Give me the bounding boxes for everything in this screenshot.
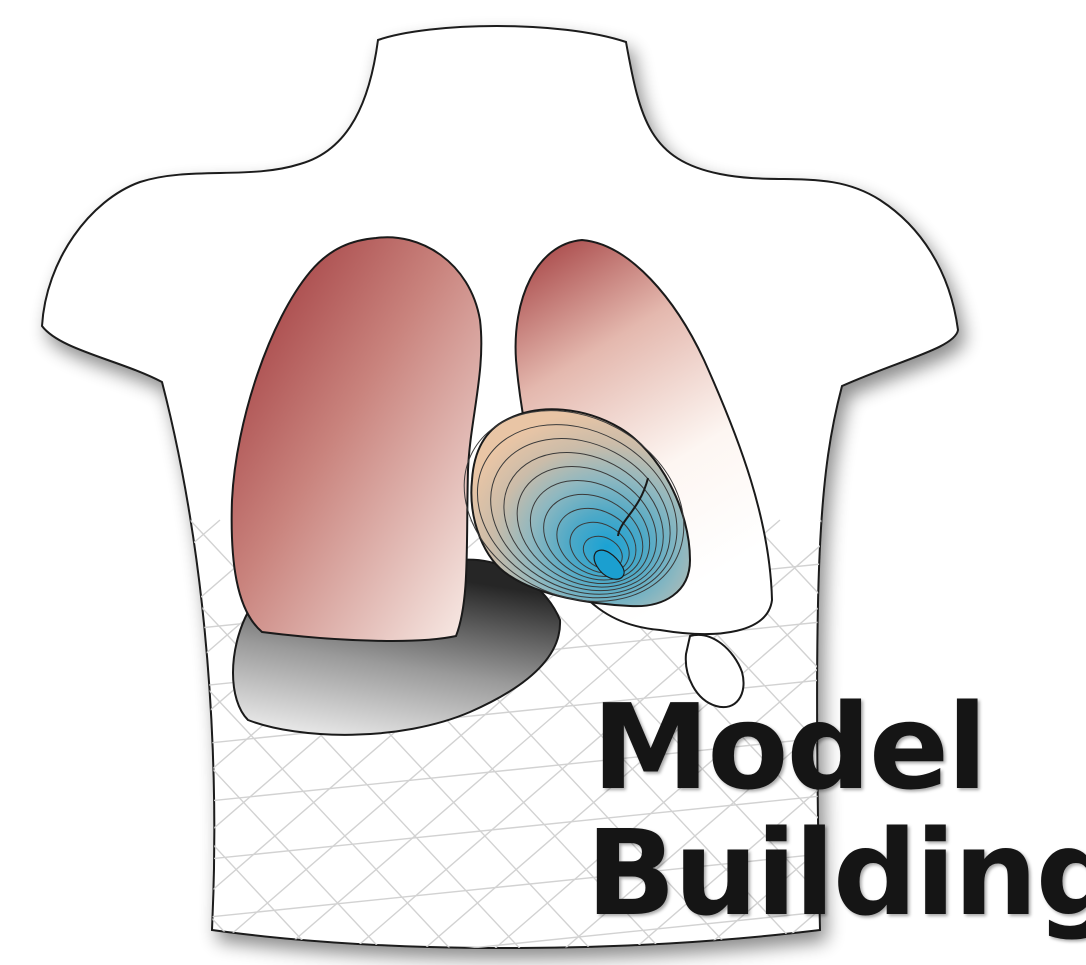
mesh-line <box>0 520 80 965</box>
mesh-line <box>0 520 120 965</box>
mesh-line <box>0 520 220 965</box>
mesh-line <box>0 520 150 965</box>
mesh-line <box>0 520 190 965</box>
mesh-line <box>0 520 50 965</box>
caption-line-1: Model <box>592 688 985 806</box>
caption-line-2: Building <box>586 814 1086 932</box>
